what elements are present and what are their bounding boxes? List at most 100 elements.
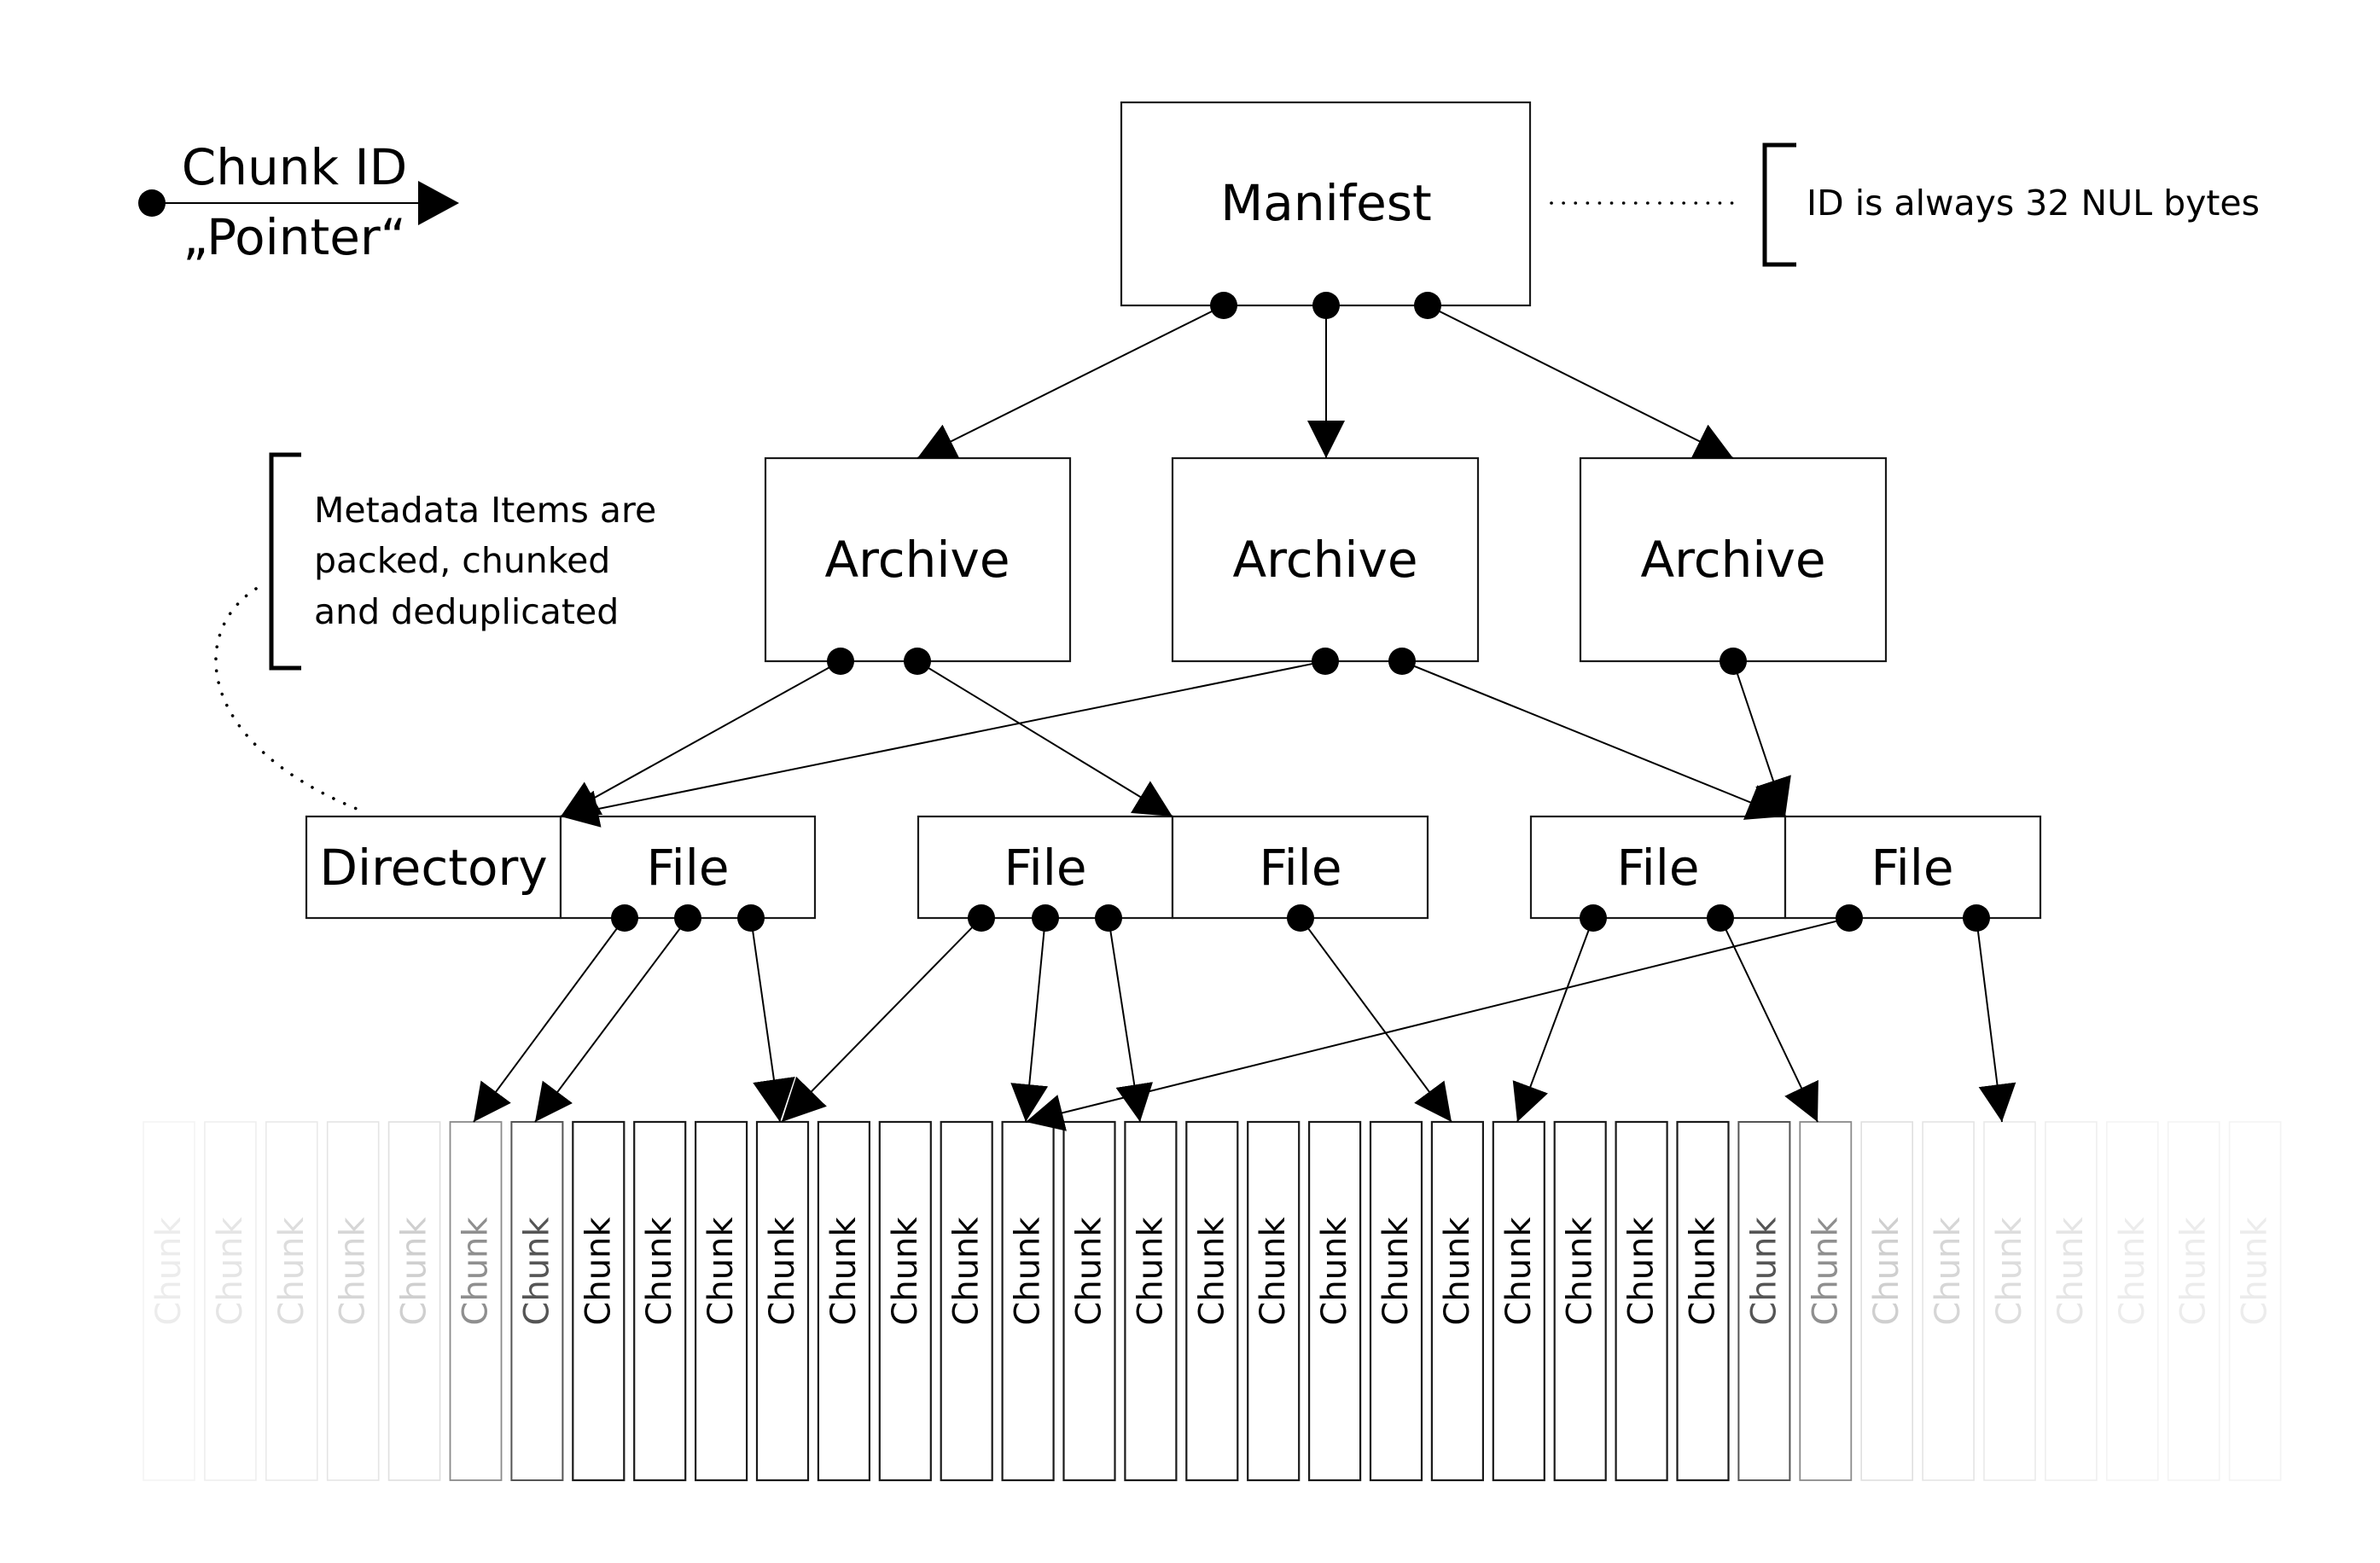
manifest-label: Manifest xyxy=(1220,174,1432,232)
chunk-box xyxy=(1860,1121,1913,1481)
chunk-label: Chunk xyxy=(1315,1217,1354,1326)
pointer-arrow xyxy=(1427,305,1734,459)
chunk-box xyxy=(755,1120,810,1482)
pointer-arrow xyxy=(917,305,1225,459)
pointer-dot xyxy=(1707,904,1734,932)
chunk-box xyxy=(2228,1121,2282,1481)
pointer-dot xyxy=(1312,648,1339,675)
metadata-note-bracket xyxy=(269,452,301,671)
chunk-box xyxy=(2045,1121,2098,1481)
pointer-dot xyxy=(1580,904,1607,932)
pointer-dot xyxy=(1720,648,1747,675)
manifest-note-bracket xyxy=(1762,142,1796,267)
pointer-dot xyxy=(1095,904,1122,932)
directory-box xyxy=(305,815,562,920)
chunk-box xyxy=(326,1121,380,1481)
pointer-arrow xyxy=(1025,917,1850,1131)
chunk-box xyxy=(204,1121,257,1481)
pointer-arrow xyxy=(1401,660,1786,820)
pointer-arrow xyxy=(1976,917,2016,1123)
chunk-label: Chunk xyxy=(2236,1217,2275,1326)
chunk-box xyxy=(510,1121,564,1481)
chunk-box xyxy=(387,1121,441,1481)
chunk-label: Chunk xyxy=(640,1217,679,1326)
pointer-dot xyxy=(1312,292,1340,319)
directory-label: Directory xyxy=(319,839,547,897)
chunk-box xyxy=(633,1120,687,1482)
pointer-arrow xyxy=(534,917,689,1123)
chunk-label: Chunk xyxy=(1744,1217,1784,1326)
file-label: File xyxy=(1871,839,1953,897)
file-label: File xyxy=(1004,839,1086,897)
pointer-arrow xyxy=(1512,917,1594,1123)
archive-node-1: Archive xyxy=(764,456,1072,663)
pointer-arrow xyxy=(473,917,626,1123)
metadata-note-line-1: Metadata Items are xyxy=(314,490,656,531)
legend-arrowhead xyxy=(418,181,459,225)
chunk-box xyxy=(1369,1120,1423,1482)
file-label: File xyxy=(1616,839,1699,897)
chunk-box xyxy=(878,1120,932,1482)
chunk-label: Chunk xyxy=(579,1217,618,1326)
chunk-label: Chunk xyxy=(395,1217,434,1326)
chunk-label: Chunk xyxy=(1070,1217,1109,1326)
chunk-label: Chunk xyxy=(149,1217,189,1326)
legend: Chunk ID „Pointer“ xyxy=(138,138,459,266)
chunk-label: Chunk xyxy=(1376,1217,1416,1326)
chunk-box xyxy=(1185,1120,1239,1482)
pointer-dot xyxy=(904,648,931,675)
chunk-box xyxy=(449,1121,503,1481)
file-box xyxy=(917,815,1174,920)
chunk-label: Chunk xyxy=(2113,1217,2152,1326)
chunk-box xyxy=(1737,1121,1791,1481)
legend-pointer-label: „Pointer“ xyxy=(183,208,406,266)
chunk-box xyxy=(1983,1121,2036,1481)
chunk-box xyxy=(1124,1120,1178,1482)
chunk-label: Chunk xyxy=(763,1217,802,1326)
pointer-dot xyxy=(1836,904,1863,932)
chunk-label: Chunk xyxy=(1867,1217,1906,1326)
chunk-label: Chunk xyxy=(1684,1217,1723,1326)
archive-label: Archive xyxy=(1640,531,1825,589)
chunk-label: Chunk xyxy=(2051,1217,2091,1326)
archive-label: Archive xyxy=(1232,531,1417,589)
chunk-box xyxy=(940,1120,993,1482)
item-group-2: File File xyxy=(917,815,1429,920)
pointer-dot xyxy=(1032,904,1059,932)
chunk-label: Chunk xyxy=(1009,1217,1048,1326)
pointer-dot xyxy=(827,648,854,675)
chunk-box xyxy=(572,1120,626,1482)
manifest-note: ID is always 32 NUL bytes xyxy=(1807,183,2260,224)
item-group-3: File File xyxy=(1529,815,2042,920)
chunk-label: Chunk xyxy=(1990,1217,2029,1326)
archive-node-2: Archive xyxy=(1171,456,1480,663)
chunk-box xyxy=(1430,1120,1485,1482)
pointer-dot xyxy=(737,904,765,932)
pointer-dot xyxy=(1287,904,1314,932)
chunk-box xyxy=(1799,1121,1853,1481)
pointer-dot xyxy=(968,904,995,932)
chunk-label: Chunk xyxy=(211,1217,250,1326)
chunk-label: Chunk xyxy=(334,1217,373,1326)
pointer-arrow xyxy=(1010,917,1049,1123)
pointer-arrow xyxy=(560,660,841,817)
chunk-label: Chunk xyxy=(272,1217,311,1326)
metadata-note-line-2: packed, chunked xyxy=(314,540,610,581)
chunk-label: Chunk xyxy=(824,1217,864,1326)
archive-label: Archive xyxy=(824,531,1010,589)
chunk-box xyxy=(1553,1120,1607,1482)
chunk-box xyxy=(143,1121,195,1481)
pointer-dot xyxy=(1210,292,1237,319)
chunk-label: Chunk xyxy=(1192,1217,1231,1326)
archive-box xyxy=(1171,456,1480,663)
chunk-label: Chunk xyxy=(1561,1217,1600,1326)
chunk-box xyxy=(1922,1121,1975,1481)
pointer-arrow xyxy=(1720,917,1818,1123)
file-label: File xyxy=(1259,839,1341,897)
chunk-label: Chunk xyxy=(1806,1217,1845,1326)
pointer-dot xyxy=(1963,904,1990,932)
legend-chunk-id-label: Chunk ID xyxy=(182,138,408,196)
chunk-box xyxy=(1615,1120,1668,1482)
pointer-arrow xyxy=(917,660,1173,817)
